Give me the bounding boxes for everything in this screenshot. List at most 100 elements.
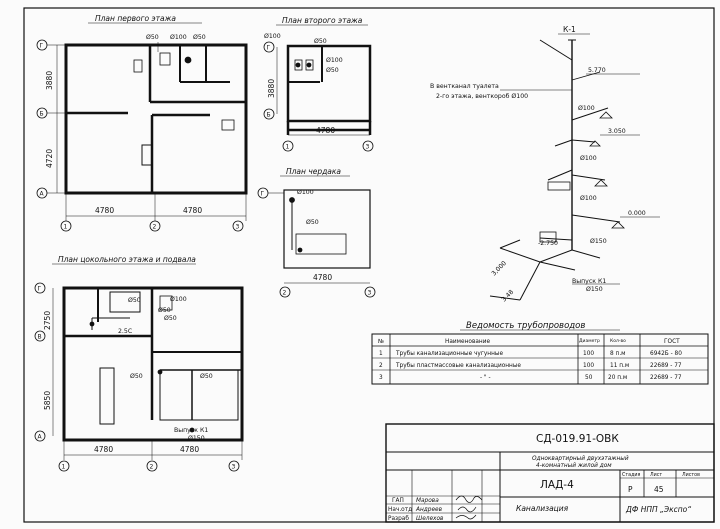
- scheme-pipe-2: Ø100: [580, 154, 597, 162]
- scheme-slope-1: 3,000: [490, 260, 508, 278]
- plan-second-pipe-1: Ø100: [264, 32, 281, 40]
- plan-basement-axis-2: 2: [150, 464, 154, 471]
- scheme-pipe-3: Ø100: [580, 194, 597, 202]
- plan-basement-pipe-2: Ø100: [170, 295, 187, 303]
- scheme-pipe-4: Ø150: [590, 237, 607, 245]
- plan-first-dim-left-bottom: 4720: [45, 149, 54, 168]
- plan-second-dim-bottom: 4780: [316, 126, 335, 135]
- scheme-outlet: Выпуск К1: [572, 278, 606, 285]
- plan-attic-axis-2: 2: [283, 290, 287, 297]
- plan-basement-axis-1: 1: [62, 464, 66, 471]
- plan-second-pipe-2: Ø50: [314, 37, 327, 45]
- stamp-name-1: Марова: [416, 498, 439, 504]
- plan-first-pipe-2: Ø100: [170, 33, 187, 41]
- plan-second-axis-1: 1: [286, 144, 290, 151]
- stamp-desc-1: Одноквартирный двухэтажный: [532, 456, 629, 462]
- plan-basement-pipe-3: Ø50: [158, 306, 171, 314]
- stamp-code: СД-019.91-ОВК: [536, 433, 619, 445]
- stamp-org: ДФ НПП „Экспо“: [625, 505, 691, 514]
- plan-basement-axis-a: А: [38, 434, 43, 441]
- riser-scheme-k1: К-1 В вентканал туалета 2-го этажа, вент…: [430, 25, 660, 303]
- plan-first-axis-b: Б: [40, 111, 44, 118]
- schedule-row-2-gost: 22689 - 77: [650, 363, 682, 369]
- plan-basement-pipe-6: Ø50: [130, 372, 143, 380]
- plan-attic-axis-g: Г: [261, 191, 265, 198]
- schedule-header-name: Наименование: [445, 339, 490, 345]
- plan-attic-title: План чердака: [286, 167, 341, 176]
- plan-basement-title: План цокольного этажа и подвала: [58, 255, 196, 264]
- plan-second-pipe-4: Ø50: [326, 66, 339, 74]
- schedule-row-1-n: 1: [379, 351, 383, 357]
- schedule-row-2-diam: 100: [583, 363, 594, 369]
- schedule-header-n: №: [378, 339, 384, 345]
- plan-basement-dim-left-bottom: 5850: [43, 391, 52, 410]
- scheme-mark-1: 5.770: [588, 67, 606, 74]
- schedule-row-2-n: 2: [379, 363, 383, 369]
- plan-attic: План чердака Ø100 Ø50 Г 4780 2 3: [257, 167, 376, 298]
- stamp-stage-header: Стадия: [622, 472, 641, 478]
- plan-attic-pipe-1: Ø100: [297, 188, 314, 196]
- schedule-row-3-n: 3: [379, 375, 383, 381]
- schedule-row-2-qty: 11 п.м: [610, 363, 629, 369]
- plan-first-floor: План первого этажа Ø50 Ø100 Ø50 Г Б А 38…: [36, 14, 248, 232]
- plan-first-pipe-3: Ø50: [193, 33, 206, 41]
- signature-1: [455, 495, 483, 503]
- stamp-stage: Р: [628, 485, 633, 494]
- plan-second-axis-3: 3: [366, 144, 370, 151]
- schedule-row-1-diam: 100: [583, 351, 594, 357]
- stamp-project: ЛАД-4: [540, 479, 574, 491]
- stamp-section: Канализация: [516, 504, 569, 513]
- schedule-header-diam: Диаметр: [579, 338, 600, 344]
- scheme-vent-note-1: В вентканал туалета: [430, 83, 499, 90]
- scheme-slope-2: 3.48: [500, 289, 515, 304]
- schedule-row-1-name: Трубы канализационные чугунные: [395, 351, 503, 357]
- plan-basement-pipe-5: 2.5С: [118, 328, 132, 335]
- plan-first-axis-2: 2: [153, 224, 157, 231]
- plan-second-title: План второго этажа: [282, 16, 363, 25]
- signature-2: [457, 506, 477, 513]
- scheme-mark-3: 0.000: [628, 210, 646, 217]
- plan-second-axis-g: Г: [267, 45, 271, 52]
- plan-attic-pipe-2: Ø50: [306, 218, 319, 226]
- plan-first-axis-a: А: [40, 191, 45, 198]
- schedule-row-3-gost: 22689 - 77: [650, 375, 682, 381]
- scheme-outlet-d: Ø150: [586, 285, 603, 293]
- scheme-mark-2: 3.050: [608, 128, 626, 135]
- stamp-sheet: 45: [654, 485, 664, 494]
- schedule-header-gost: ГОСТ: [664, 339, 680, 345]
- stamp-name-3: Шелехов: [416, 516, 444, 522]
- plan-first-title: План первого этажа: [95, 14, 176, 23]
- plan-basement-outlet: Выпуск К1: [174, 427, 208, 434]
- stamp-sheet-header: Лист: [650, 472, 662, 478]
- plan-second-axis-b: Б: [267, 112, 271, 119]
- title-block: СД-019.91-ОВК Одноквартирный двухэтажный…: [385, 423, 715, 523]
- plan-basement: План цокольного этажа и подвала Ø50 Ø100…: [34, 255, 244, 472]
- stamp-sheets-header: Листов: [682, 472, 700, 478]
- plan-first-dim-left-top: 3880: [45, 71, 54, 90]
- plan-basement-dim-bottom-right: 4780: [180, 445, 199, 454]
- scheme-pipe-1: Ø100: [578, 104, 595, 112]
- plan-basement-pipe-7: Ø50: [200, 372, 213, 380]
- plan-first-axis-g: Г: [40, 43, 44, 50]
- plan-basement-pipe-4: Ø50: [164, 314, 177, 322]
- stamp-name-2: Андреев: [415, 507, 443, 513]
- pipe-schedule: Ведомость трубопроводов № Наименование Д…: [371, 321, 709, 385]
- schedule-header-qty: Кол-во: [610, 338, 626, 344]
- plan-basement-pipe-1: Ø50: [128, 296, 141, 304]
- schedule-row-3-name: - " -: [480, 375, 491, 381]
- scheme-mark-4: -2.750: [538, 240, 558, 247]
- sheet-frame: [23, 7, 715, 523]
- stamp-role-1: ГАП: [392, 498, 404, 504]
- plan-basement-axis-3: 3: [232, 464, 236, 471]
- schedule-row-3-qty: 20 п.м: [608, 375, 627, 381]
- plan-first-dim-bottom-left: 4780: [95, 206, 114, 215]
- schedule-row-3-diam: 50: [585, 375, 593, 381]
- plan-first-pipe-1: Ø50: [146, 33, 159, 41]
- plan-basement-axis-g: Г: [38, 286, 42, 293]
- schedule-row-1-gost: 6942Б - 80: [650, 351, 682, 357]
- stamp-role-3: Разраб: [388, 516, 409, 522]
- stamp-desc-2: 4-комнатный жилой дом: [536, 463, 612, 469]
- schedule-row-2-name: Трубы пластмассовые канализационные: [395, 363, 521, 369]
